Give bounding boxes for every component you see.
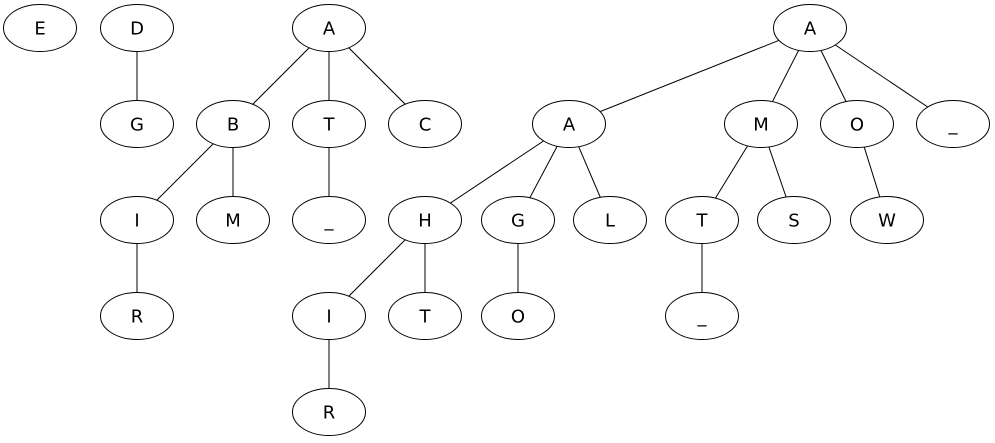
node-ellipse-R <box>292 388 366 436</box>
tree-node-n_us1: _ <box>292 196 366 244</box>
node-ellipse-I <box>292 292 366 340</box>
node-label-M: M <box>753 115 769 136</box>
node-ellipse-S <box>757 196 831 244</box>
tree-node-n_R1: R <box>100 292 174 340</box>
node-label-I: I <box>326 307 331 328</box>
node-label-L: L <box>605 211 615 232</box>
tree-node-n_H: H <box>388 196 462 244</box>
tree-node-n_B: B <box>196 100 270 148</box>
node-ellipse-T <box>665 196 739 244</box>
node-label-B: B <box>227 115 239 136</box>
node-ellipse-O <box>820 100 894 148</box>
tree-node-n_us3: _ <box>916 100 990 148</box>
node-ellipse-T <box>388 292 462 340</box>
node-ellipse-G <box>100 100 174 148</box>
node-label-D: D <box>130 19 144 40</box>
node-label-S: S <box>788 211 799 232</box>
node-ellipse-M <box>196 196 270 244</box>
tree-node-n_T3: T <box>388 292 462 340</box>
node-label-I: I <box>134 211 139 232</box>
node-ellipse-_ <box>292 196 366 244</box>
node-label-_: _ <box>697 307 708 328</box>
tree-node-n_W: W <box>850 196 924 244</box>
node-ellipse-_ <box>916 100 990 148</box>
node-ellipse-I <box>100 196 174 244</box>
node-label-A: A <box>563 115 576 136</box>
node-ellipse-B <box>196 100 270 148</box>
tree-node-n_L: L <box>573 196 647 244</box>
tree-node-n_M1: M <box>196 196 270 244</box>
node-ellipse-A <box>292 4 366 52</box>
tree-node-n_A2: A <box>773 4 847 52</box>
node-label-E: E <box>34 19 45 40</box>
node-label-M: M <box>225 211 241 232</box>
node-label-O: O <box>511 307 525 328</box>
node-label-R: R <box>323 403 336 424</box>
tree-node-n_C: C <box>388 100 462 148</box>
node-label-T: T <box>696 211 709 232</box>
tree-node-n_T1: T <box>292 100 366 148</box>
tree-node-n_S: S <box>757 196 831 244</box>
node-ellipse-C <box>388 100 462 148</box>
node-label-R: R <box>131 307 144 328</box>
node-label-T: T <box>419 307 432 328</box>
tree-node-n_us2: _ <box>665 292 739 340</box>
tree-node-n_I2: I <box>292 292 366 340</box>
tree-node-n_A3: A <box>532 100 606 148</box>
tree-node-n_R2: R <box>292 388 366 436</box>
node-label-A: A <box>804 19 817 40</box>
tree-node-n_A1: A <box>292 4 366 52</box>
tree-node-n_E: E <box>3 4 77 52</box>
tree-node-n_D: D <box>100 4 174 52</box>
node-label-_: _ <box>948 115 959 136</box>
node-ellipse-W <box>850 196 924 244</box>
node-ellipse-M <box>724 100 798 148</box>
node-ellipse-G <box>481 196 555 244</box>
node-label-W: W <box>878 211 896 232</box>
tree-node-n_T2: T <box>665 196 739 244</box>
node-ellipse-R <box>100 292 174 340</box>
tree-node-n_O3: O <box>481 292 555 340</box>
node-label-G: G <box>130 115 144 136</box>
node-ellipse-L <box>573 196 647 244</box>
node-ellipse-_ <box>665 292 739 340</box>
node-ellipse-A <box>773 4 847 52</box>
node-label-H: H <box>418 211 432 232</box>
node-ellipse-E <box>3 4 77 52</box>
node-label-O: O <box>850 115 864 136</box>
tree-node-n_G1: G <box>100 100 174 148</box>
tree-node-n_I1: I <box>100 196 174 244</box>
edge-A-A <box>568 27 811 125</box>
node-label-A: A <box>323 19 336 40</box>
tree-node-n_G2: G <box>481 196 555 244</box>
node-label-C: C <box>419 115 432 136</box>
node-label-G: G <box>511 211 525 232</box>
tree-node-n_M2: M <box>724 100 798 148</box>
node-label-_: _ <box>324 211 335 232</box>
tree-node-n_O2: O <box>820 100 894 148</box>
node-ellipse-D <box>100 4 174 52</box>
node-label-T: T <box>323 115 336 136</box>
node-ellipse-O <box>481 292 555 340</box>
node-ellipse-A <box>532 100 606 148</box>
node-ellipse-T <box>292 100 366 148</box>
node-ellipse-H <box>388 196 462 244</box>
